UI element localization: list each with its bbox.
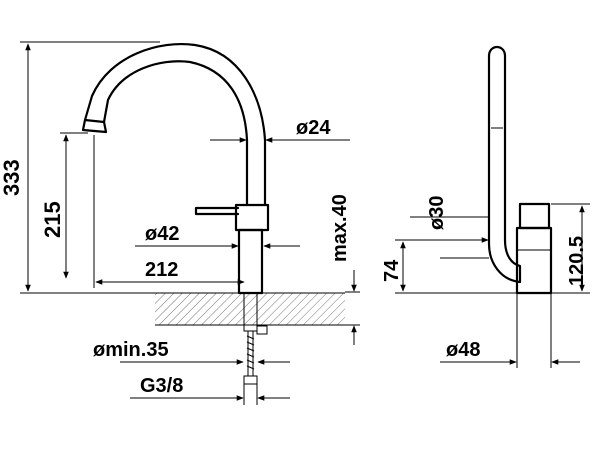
g38-fitting bbox=[243, 375, 258, 385]
side-view: ø30 74 120.5 ø48 bbox=[381, 45, 590, 368]
label-212: 212 bbox=[145, 259, 178, 281]
label-333: 333 bbox=[0, 159, 24, 196]
faucet-body bbox=[237, 228, 264, 295]
spout-tip bbox=[81, 118, 108, 134]
countertop-hatch bbox=[155, 293, 345, 325]
label-215: 215 bbox=[40, 201, 65, 238]
label-42: ø42 bbox=[145, 223, 179, 245]
mounting-shank bbox=[243, 292, 258, 332]
label-30: ø30 bbox=[426, 196, 448, 230]
label-g38: G3/8 bbox=[140, 375, 183, 397]
label-24: ø24 bbox=[296, 117, 331, 139]
label-min35: ømin.35 bbox=[93, 339, 169, 361]
label-48: ø48 bbox=[446, 339, 480, 361]
label-74: 74 bbox=[381, 259, 403, 282]
front-view: 333 215 212 ø42 ø24 max.40 ømin.35 G3/8 bbox=[0, 41, 360, 405]
lever-handle bbox=[194, 206, 240, 216]
side-spout bbox=[487, 45, 522, 284]
hose-thread bbox=[246, 335, 255, 370]
mounting-nut bbox=[256, 325, 268, 335]
faucet-collar bbox=[234, 203, 270, 232]
side-lever bbox=[518, 202, 551, 230]
faucet-spout bbox=[83, 43, 267, 207]
label-max40: max.40 bbox=[329, 194, 351, 262]
label-120: 120.5 bbox=[566, 236, 588, 286]
side-body bbox=[515, 226, 553, 295]
